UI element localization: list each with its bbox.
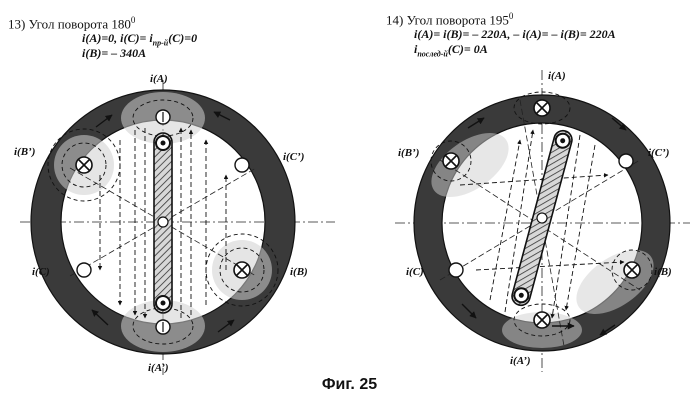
left-label-Bprime: i(B’) (14, 146, 35, 158)
left-diagram: i(A) i(A’) i(B’) i(B) i(C) i(C’) (14, 73, 335, 375)
right-slot-Aprime (534, 312, 550, 328)
right-slot-C (449, 263, 463, 277)
left-slot-B (234, 262, 250, 278)
figure-title: Фиг. 25 (0, 376, 699, 394)
left-label-Aprime: i(A’) (148, 362, 169, 374)
left-label-C: i(C) (32, 266, 50, 278)
right-label-Aprime: i(A’) (510, 355, 531, 367)
right-label-Cprime: i(C’) (648, 147, 669, 159)
right-label-B: i(B) (654, 266, 672, 278)
right-label-A: i(A) (548, 70, 566, 82)
right-label-Bprime: i(B’) (398, 147, 419, 159)
left-slot-C (77, 263, 91, 277)
left-slot-Cprime (235, 158, 249, 172)
right-slot-A (534, 100, 550, 116)
right-slot-Bprime (443, 153, 459, 169)
right-slot-B (624, 262, 640, 278)
left-label-B: i(B) (290, 266, 308, 278)
right-slot-Cprime (619, 154, 633, 168)
left-slot-Bprime (76, 157, 92, 173)
right-label-C: i(C) (406, 266, 424, 278)
left-label-A: i(A) (150, 73, 168, 85)
left-label-Cprime: i(C’) (283, 151, 304, 163)
right-diagram: i(A) i(A’) i(B’) i(B) i(C) i(C’) (395, 70, 690, 372)
